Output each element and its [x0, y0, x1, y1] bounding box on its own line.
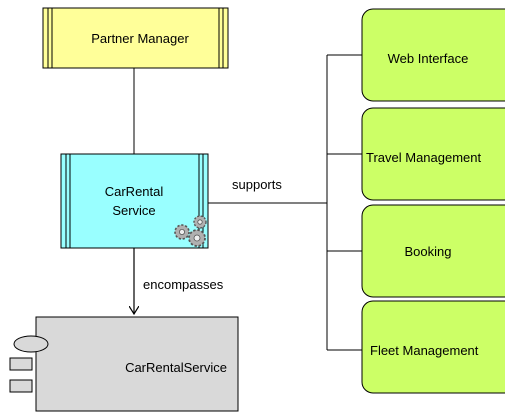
carrental-service-node[interactable]: CarRental Service: [60, 153, 209, 249]
supports-edge-label: supports: [232, 177, 282, 192]
function-fleet-management-label: Fleet Management: [370, 343, 479, 358]
carrental-service-label-line1: CarRental: [105, 184, 164, 199]
function-travel-management[interactable]: Travel Management: [361, 107, 505, 201]
partner-manager-node[interactable]: Partner Manager: [42, 7, 229, 69]
function-web-interface[interactable]: Web Interface: [361, 8, 505, 102]
partner-manager-label: Partner Manager: [91, 31, 189, 46]
function-fleet-management[interactable]: Fleet Management: [361, 300, 505, 394]
function-booking[interactable]: Booking: [361, 204, 505, 298]
function-booking-label: Booking: [405, 244, 452, 259]
carrental-service-label-line2: Service: [112, 203, 155, 218]
carrental-component-label: CarRentalService: [125, 360, 227, 375]
carrental-component-node[interactable]: CarRentalService: [9, 316, 239, 412]
gears-icon: [174, 215, 207, 247]
function-web-interface-label: Web Interface: [388, 51, 469, 66]
function-travel-management-label: Travel Management: [366, 150, 482, 165]
component-icon: [9, 335, 49, 393]
encompasses-edge-label: encompasses: [143, 277, 224, 292]
